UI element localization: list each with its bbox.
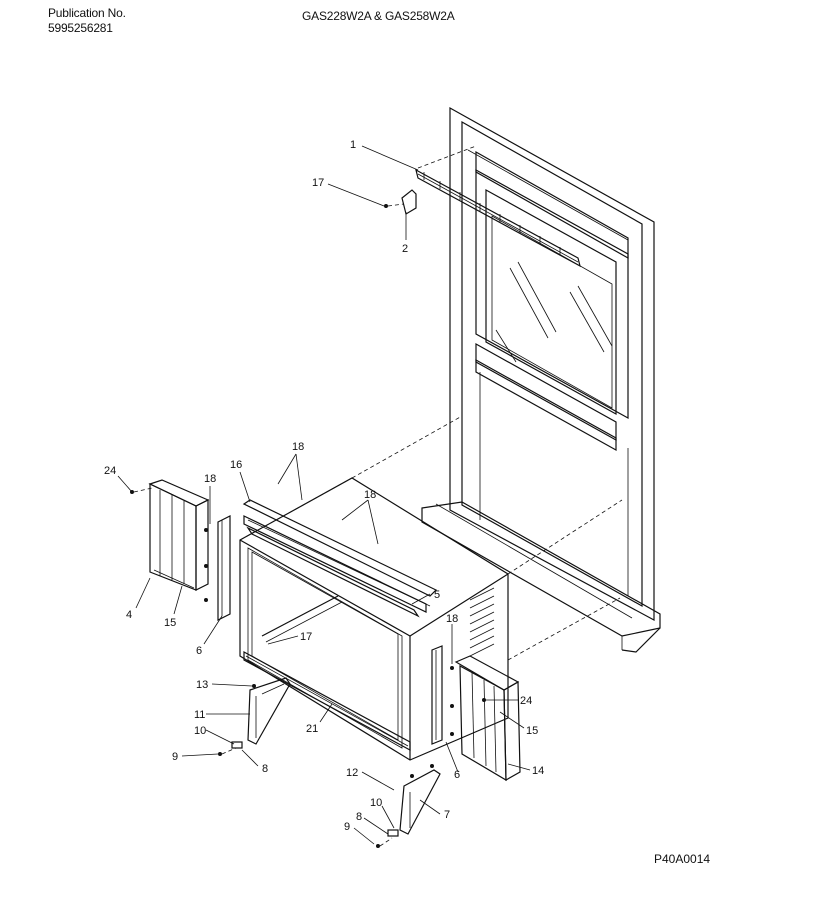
- model-title: GAS228W2A & GAS258W2A: [302, 9, 455, 23]
- left-support-bracket: [218, 677, 291, 756]
- callout-5: 5: [434, 589, 440, 601]
- callout-13: 13: [196, 679, 208, 691]
- callout-8: 8: [262, 763, 268, 775]
- callout-11: 11: [194, 709, 205, 721]
- callout-18: 18: [292, 441, 304, 453]
- callout-14: 14: [532, 765, 544, 777]
- callout-15: 15: [526, 725, 538, 737]
- callout-24: 24: [520, 695, 532, 707]
- callout-6: 6: [454, 769, 460, 781]
- cabinet-sleeve: [239, 477, 509, 761]
- callout-4: 4: [126, 609, 132, 621]
- callout-16: 16: [230, 459, 242, 471]
- window-frame: [421, 106, 661, 653]
- callout-7: 7: [444, 809, 450, 821]
- callout-10: 10: [370, 797, 382, 809]
- publication-label: Publication No.: [48, 6, 126, 20]
- callout-24: 24: [104, 465, 116, 477]
- alignment-lines: [239, 146, 623, 661]
- callout-21: 21: [306, 723, 318, 735]
- callout-1: 1: [350, 139, 356, 151]
- right-curtain-panel: [431, 645, 521, 782]
- callout-18: 18: [446, 613, 458, 625]
- callout-18: 18: [364, 489, 376, 501]
- publication-number: 5995256281: [48, 21, 113, 35]
- callout-6: 6: [196, 645, 202, 657]
- callout-labels: 1 17 2 18 16 18 24 18 4 15 6 5 17 18 24 …: [104, 139, 544, 833]
- top-mounting-rail: [384, 145, 581, 268]
- callout-17: 17: [312, 177, 324, 189]
- callout-12: 12: [346, 767, 358, 779]
- callout-9: 9: [344, 821, 350, 833]
- callout-8: 8: [356, 811, 362, 823]
- right-support-bracket: [376, 764, 441, 848]
- callout-10: 10: [194, 725, 206, 737]
- top-channel: [242, 499, 438, 618]
- left-curtain-panel: [130, 479, 231, 621]
- callout-18: 18: [204, 473, 216, 485]
- callout-2: 2: [402, 243, 408, 255]
- callout-17: 17: [300, 631, 312, 643]
- callout-15: 15: [164, 617, 176, 629]
- callout-9: 9: [172, 751, 178, 763]
- drawing-code: P40A0014: [654, 852, 711, 866]
- callout-leaders: [117, 145, 531, 845]
- bottom-rail: [243, 650, 411, 752]
